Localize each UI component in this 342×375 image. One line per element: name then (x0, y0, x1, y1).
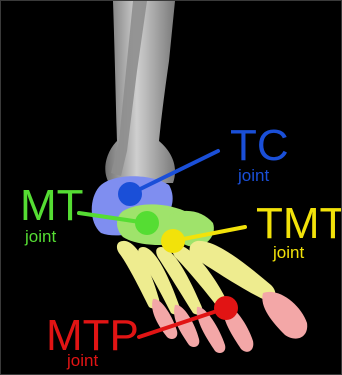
mt-joint-marker (135, 211, 159, 235)
tc-joint-marker (118, 182, 142, 206)
mt-label: MT (20, 184, 84, 228)
mtp-sublabel: joint (67, 352, 98, 369)
leg-bones (105, 1, 175, 183)
toe-1 (262, 292, 307, 339)
mtp-joint-marker (214, 296, 238, 320)
metatarsal-bones (117, 241, 275, 315)
tmt-label: TMT (256, 202, 342, 246)
tmt-sublabel: joint (273, 244, 304, 261)
mt-sublabel: joint (25, 228, 56, 245)
tc-sublabel: joint (238, 167, 269, 184)
tmt-joint-marker (161, 229, 185, 253)
tc-label: TC (230, 124, 289, 168)
